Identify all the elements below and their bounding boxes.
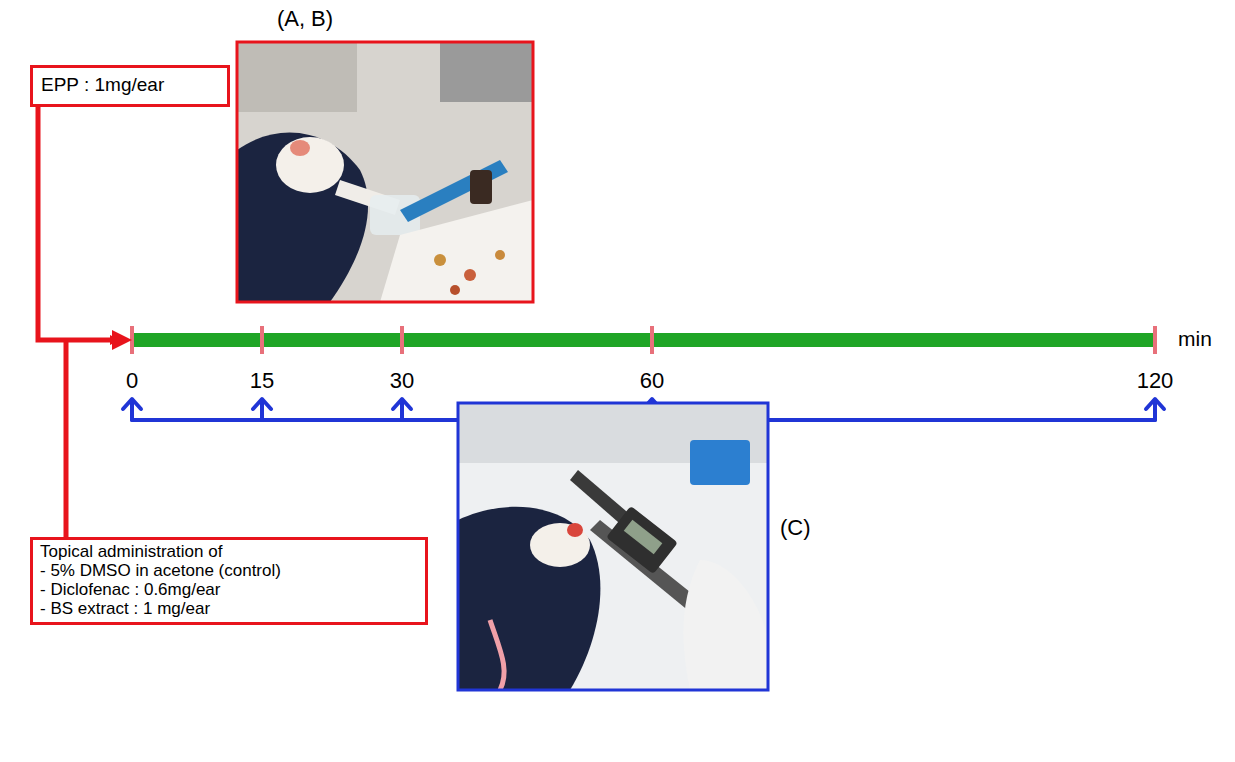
photo-application [237,42,533,302]
box-heading: EPP : 1mg/ear [41,73,219,97]
box-line: - Diclofenac : 0.6mg/ear [40,580,418,599]
panel-label: (C) [780,515,811,541]
box-line: - 5% DMSO in acetone (control) [40,561,418,580]
time-point: 0 [126,368,138,394]
photo-measurement [458,403,768,690]
panel-label: (A, B) [277,6,333,32]
timeline-bar [132,333,1155,347]
time-point: 120 [1137,368,1174,394]
treatment-box: Topical administration of- 5% DMSO in ac… [30,537,428,625]
box-line: - BS extract : 1 mg/ear [40,599,418,618]
time-point: 15 [250,368,274,394]
dose-box: EPP : 1mg/ear [30,65,230,107]
time-ticks [132,326,1155,354]
box-heading: Topical administration of [40,542,418,561]
time-point: 30 [390,368,414,394]
time-point: 60 [640,368,664,394]
application-arrow [38,103,122,537]
axis-unit: min [1178,327,1212,351]
application-arrowhead [112,330,132,350]
